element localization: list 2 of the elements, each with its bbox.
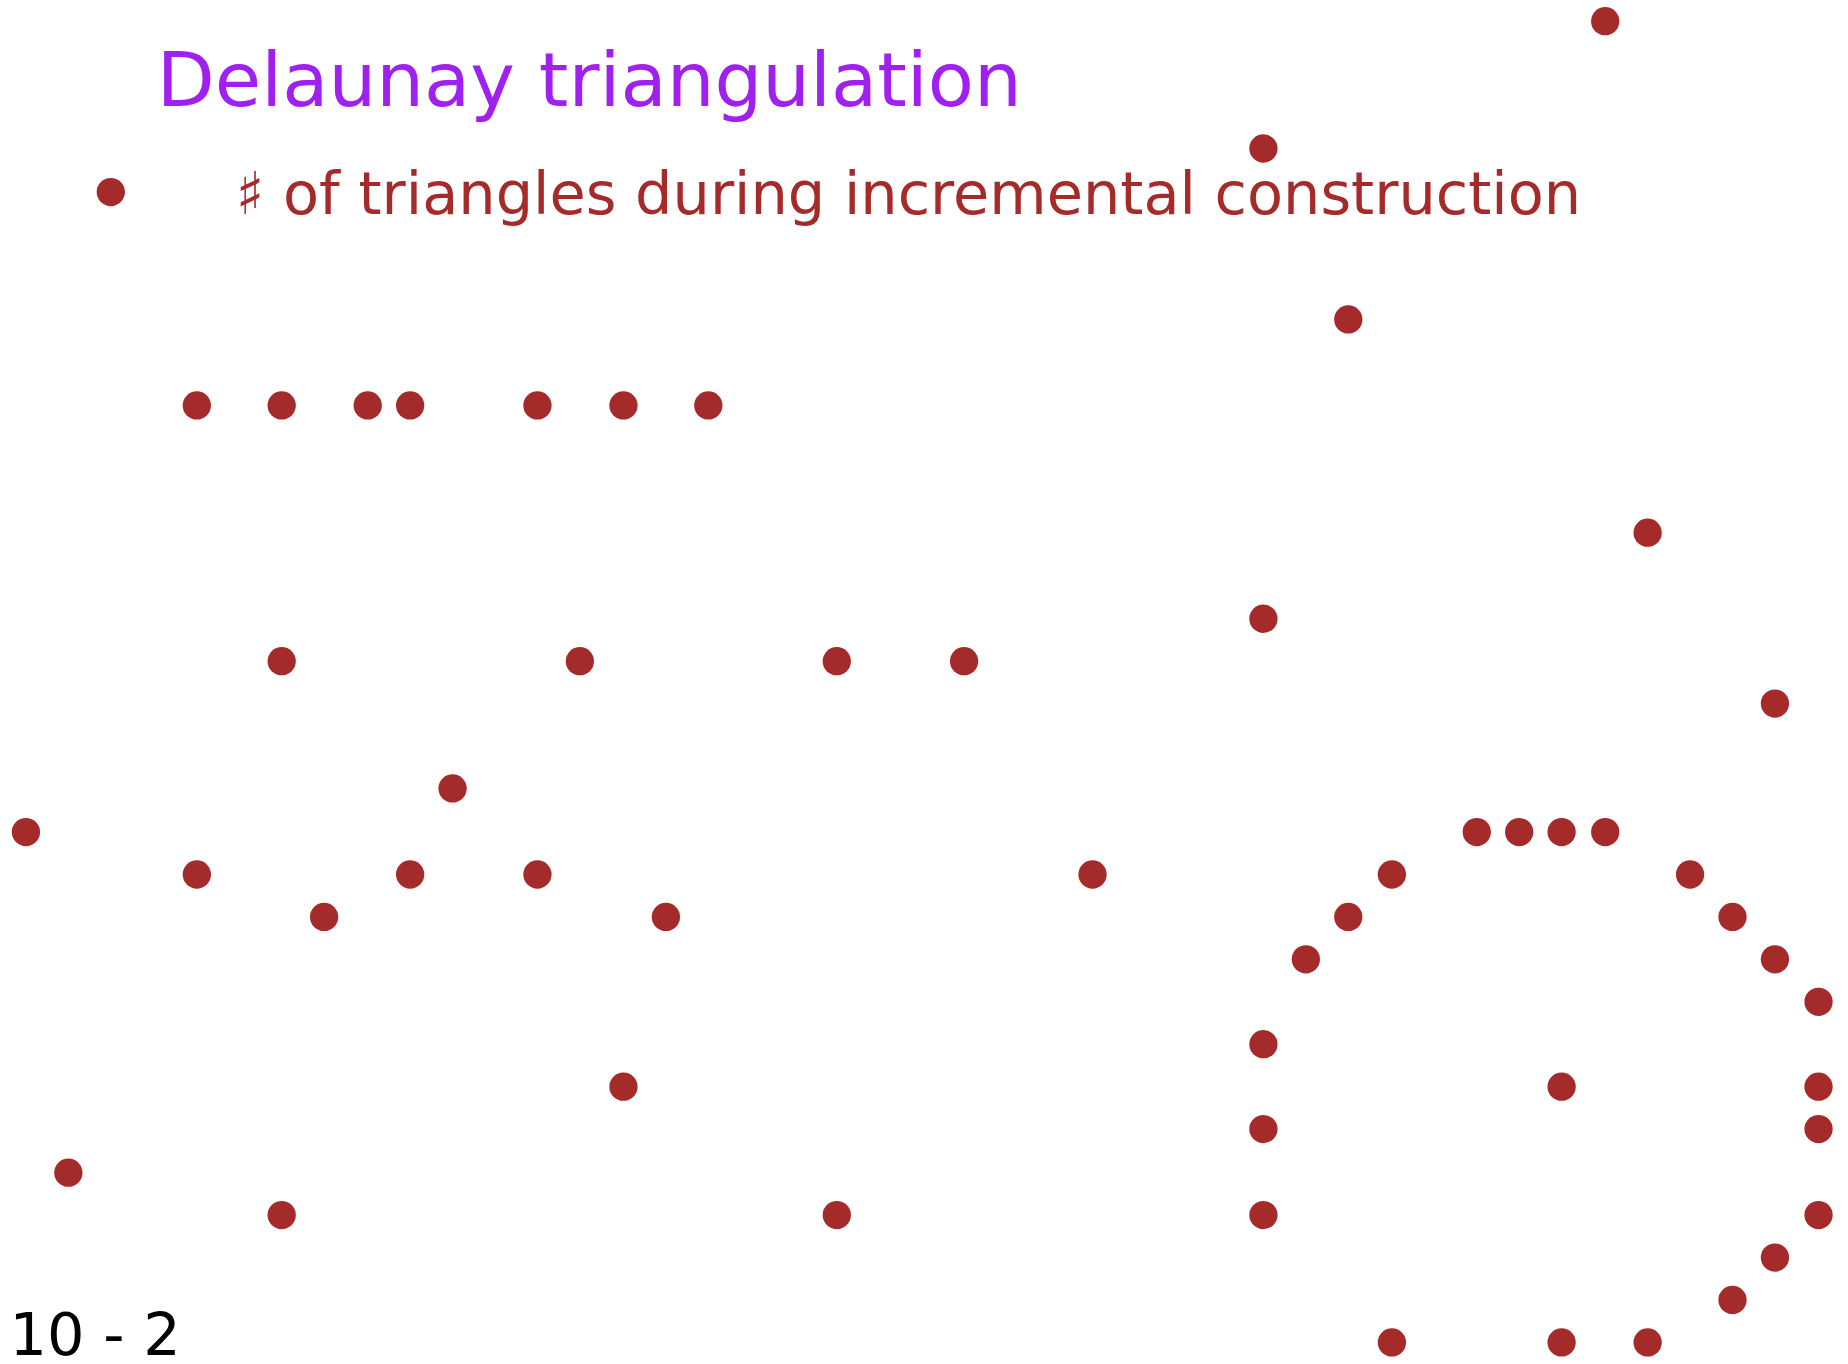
bullet-text: ♯ of triangles during incremental construction: [235, 165, 1582, 224]
page-number: 10 - 2: [9, 1305, 181, 1364]
